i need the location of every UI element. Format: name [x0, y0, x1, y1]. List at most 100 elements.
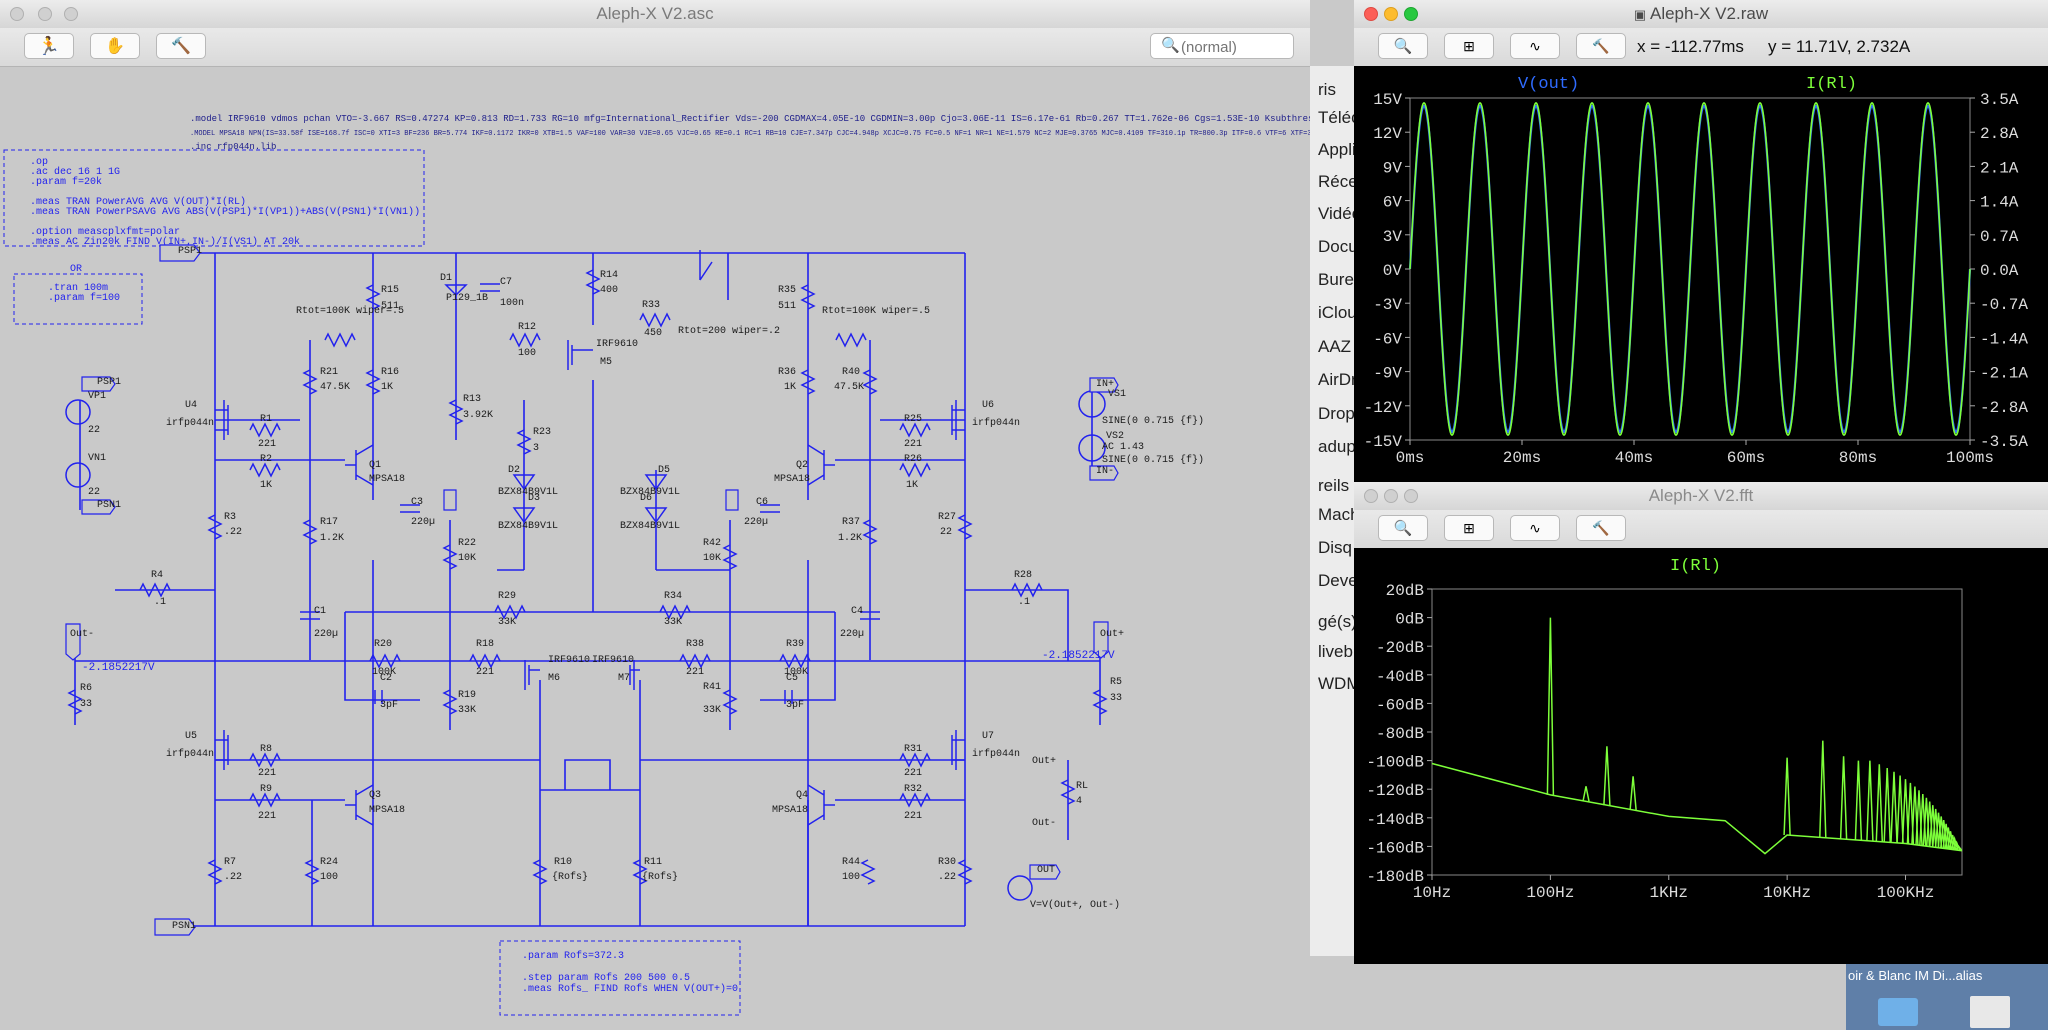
autorange-icon: ⊞ [1463, 37, 1475, 54]
zoom-button[interactable] [64, 7, 78, 21]
finder-sidebar-item[interactable]: iClou [1318, 303, 1357, 322]
finder-sidebar-item[interactable]: AAZ [1318, 337, 1352, 356]
y-tick-label: -120dB [1366, 782, 1424, 800]
window-title: Aleph-X V2.fft [1648, 486, 1754, 505]
component-label: 10K [703, 553, 721, 564]
finder-sidebar-item[interactable]: Drop [1318, 404, 1355, 423]
waveform-titlebar[interactable]: ▣ Aleph-X V2.raw [1354, 0, 2048, 29]
legend-irl: I(Rl) [1806, 75, 1857, 94]
minimize-button[interactable] [1384, 7, 1398, 21]
finder-sidebar-item[interactable]: Disq [1318, 538, 1353, 557]
component-label: IRF9610 [548, 655, 590, 666]
close-button[interactable] [10, 7, 24, 21]
hammer-button[interactable]: 🔨 [156, 33, 206, 59]
minimize-button[interactable] [1384, 489, 1398, 503]
fft-harmonic [1934, 812, 1943, 848]
search-icon: 🔍 [1161, 37, 1180, 54]
finder-sidebar-item[interactable]: Réce [1318, 172, 1358, 191]
hammer-button[interactable]: 🔨 [1576, 33, 1626, 59]
component-label: U6 [982, 400, 994, 411]
component-label: PSP1 [97, 377, 121, 388]
directive-line: .meas TRAN PowerPSAVG AVG ABS(V(PSP1)*I(… [30, 206, 420, 218]
close-button[interactable] [1364, 7, 1378, 21]
search-input[interactable] [1179, 36, 1293, 58]
y-tick-label: 0dB [1395, 611, 1424, 629]
cursor-x-readout: x = -112.77ms [1637, 37, 1744, 56]
finder-sidebar-item[interactable]: Téléc [1318, 108, 1360, 127]
folder-icon[interactable] [1878, 998, 1918, 1026]
fft-harmonic [1942, 823, 1950, 849]
finder-sidebar-item[interactable]: ris [1318, 80, 1336, 99]
finder-sidebar-item[interactable]: Bure [1318, 270, 1354, 289]
model-line-inc: .inc rfp044n.lib [190, 142, 276, 152]
component-label: 1K [381, 382, 393, 393]
schematic-canvas[interactable]: .model IRF9610 vdmos pchan VTO=-3.667 RS… [0, 66, 1310, 1030]
component-label: D1 [440, 273, 452, 284]
finder-sidebar-item[interactable]: WDM [1318, 674, 1361, 693]
zoom-out-button[interactable]: 🔍 [1378, 515, 1428, 541]
component-label: R15 [381, 285, 399, 296]
run-button[interactable]: 🏃 [24, 33, 74, 59]
component-label: R23 [533, 427, 551, 438]
zoom-button[interactable] [1404, 489, 1418, 503]
tran-line: .tran 100m [48, 283, 108, 294]
y-tick-label: -100dB [1366, 754, 1424, 772]
finder-sidebar-item[interactable]: Mach [1318, 505, 1360, 524]
component-label: 220µ [840, 629, 864, 640]
y-tick-label-left: 0V [1383, 262, 1403, 280]
component-label: Out+ [1100, 629, 1124, 640]
component-label: 4 [1076, 796, 1082, 807]
component-label: BZX84B9V1L [620, 487, 680, 498]
finder-sidebar-item[interactable]: AirDr [1318, 370, 1357, 389]
finder-sidebar-item[interactable]: gé(s) [1318, 612, 1357, 631]
component-label: Rtot=100K wiper=.5 [822, 305, 930, 317]
hammer-button[interactable]: 🔨 [1576, 515, 1626, 541]
finder-sidebar-item[interactable]: adup [1318, 437, 1356, 456]
component-label: D2 [508, 465, 520, 476]
component-label: 33 [1110, 693, 1122, 704]
component-label: 3pF [380, 700, 398, 711]
autorange-button[interactable]: ⊞ [1444, 33, 1494, 59]
y-tick-label-right: -0.7A [1980, 296, 2028, 314]
component-label: 511 [778, 301, 796, 312]
component-label: R36 [778, 367, 796, 378]
document-icon[interactable] [1970, 996, 2010, 1028]
component-label: .1 [154, 597, 166, 608]
finder-sidebar-item[interactable]: reils [1318, 476, 1350, 495]
minimize-button[interactable] [38, 7, 52, 21]
finder-sidebar-item[interactable]: Appli [1318, 140, 1356, 159]
search-field[interactable]: 🔍 [1150, 33, 1294, 59]
pan-button[interactable]: ✋ [90, 33, 140, 59]
finder-sidebar-item[interactable]: liveb [1318, 642, 1353, 661]
component-label: M5 [600, 357, 612, 368]
schematic-titlebar[interactable]: Aleph-X V2.asc [0, 0, 1310, 29]
autorange-button[interactable]: ⊞ [1444, 515, 1494, 541]
component-label: 22 [88, 487, 100, 498]
y-tick-label-right: 3.5A [1980, 91, 2019, 109]
fft-plot[interactable]: I(Rl) 20dB0dB-20dB-40dB-60dB-80dB-100dB-… [1354, 548, 2048, 964]
finder-sidebar-item[interactable]: Deve [1318, 571, 1358, 590]
close-button[interactable] [1364, 489, 1378, 503]
autorange-y-button[interactable]: ∿ [1510, 33, 1560, 59]
fft-peak [1582, 786, 1590, 802]
fft-harmonic [1925, 801, 1934, 847]
autorange-y-button[interactable]: ∿ [1510, 515, 1560, 541]
node-voltage-right: -2.1852217V [1042, 650, 1115, 662]
tran-box [13, 273, 143, 325]
component-label: R22 [458, 538, 476, 549]
zoom-button[interactable] [1404, 7, 1418, 21]
zoom-out-button[interactable]: 🔍 [1378, 33, 1428, 59]
fft-peak [1819, 740, 1827, 838]
legend-vout: V(out) [1518, 75, 1579, 94]
y-tick-label-right: 1.4A [1980, 194, 2019, 212]
fft-harmonic [1954, 844, 1963, 851]
x-tick-label: 40ms [1615, 449, 1653, 467]
schematic-window: Aleph-X V2.asc 🏃 ✋ 🔨 🔍 .model IRF9610 vd… [0, 0, 1310, 1030]
fft-titlebar[interactable]: Aleph-X V2.fft [1354, 482, 2048, 511]
y-tick-label: 20dB [1386, 582, 1424, 600]
wave-icon: ∿ [1529, 37, 1541, 54]
component-label: R9 [260, 784, 272, 795]
finder-sidebar-item[interactable]: Docu [1318, 237, 1358, 256]
finder-sidebar-item[interactable]: Vidéo [1318, 204, 1362, 223]
